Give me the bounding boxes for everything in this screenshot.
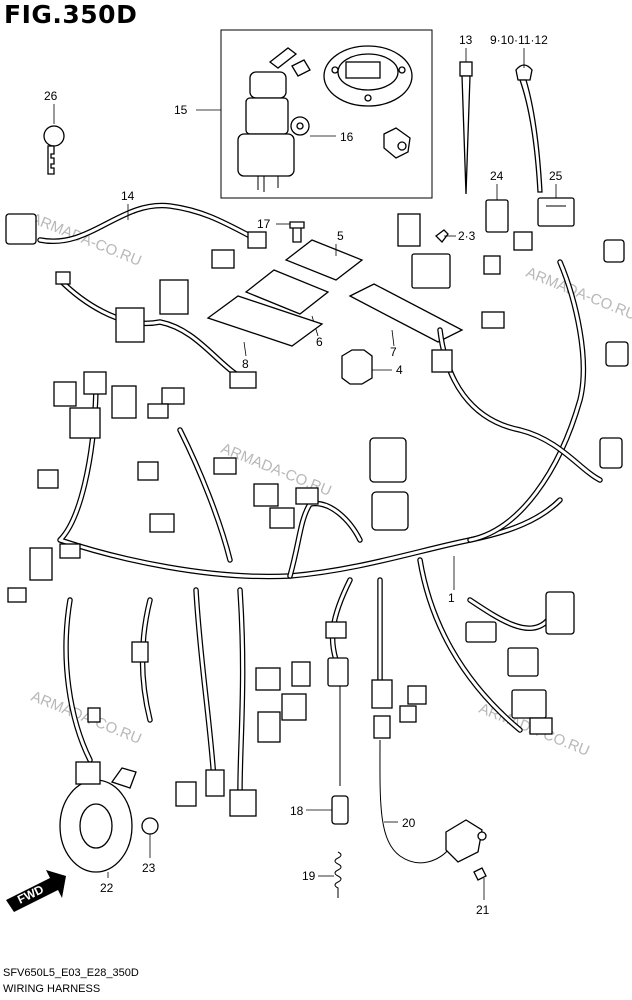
callout: 16 <box>340 130 354 144</box>
harness-connectors <box>5 213 629 817</box>
callout: 15 <box>174 103 188 117</box>
callout: 8 <box>242 357 249 371</box>
callout: 7 <box>390 345 397 359</box>
ignition-switch-set <box>196 29 433 199</box>
relays <box>485 184 575 233</box>
screw <box>276 221 305 243</box>
horn-bolt <box>141 817 159 858</box>
cable-ties <box>459 48 543 195</box>
ignition-set-frame <box>220 29 433 199</box>
watermark: ARMADA-CO.RU <box>29 688 144 748</box>
callout: 19 <box>302 869 316 883</box>
horn <box>59 761 137 878</box>
callout: 25 <box>549 169 563 183</box>
callout: 26 <box>44 89 58 103</box>
callout: 22 <box>100 881 114 895</box>
rear-brake-switch <box>306 686 349 898</box>
callout: 24 <box>490 169 504 183</box>
callout: 1 <box>448 591 455 605</box>
side-stand-switch <box>379 739 487 900</box>
callout: 14 <box>121 189 135 203</box>
fwd-arrow: FWD <box>6 870 66 912</box>
callout: 21 <box>476 903 490 917</box>
key-blank <box>43 104 65 175</box>
clamp <box>435 229 449 243</box>
callout: 5 <box>337 229 344 243</box>
figure-title: FIG.350D <box>4 0 138 29</box>
callout: 6 <box>316 335 323 349</box>
callouts: 1 4 5 6 7 8 13 9·10·11·12 14 15 16 17 2·… <box>44 33 563 917</box>
drawing-code: SFV650L5_E03_E28_350D <box>3 967 139 979</box>
callout: 4 <box>396 363 403 377</box>
drawing-name: WIRING HARNESS <box>3 983 101 995</box>
callout: 13 <box>459 33 473 47</box>
callout: 23 <box>142 861 156 875</box>
callout: 9·10·11·12 <box>490 33 548 47</box>
callout: 2·3 <box>458 229 476 243</box>
cushion-pads <box>206 239 464 357</box>
terminal-cover <box>341 349 392 385</box>
callout: 20 <box>402 816 416 830</box>
callout: 17 <box>257 217 271 231</box>
callout: 18 <box>290 804 304 818</box>
